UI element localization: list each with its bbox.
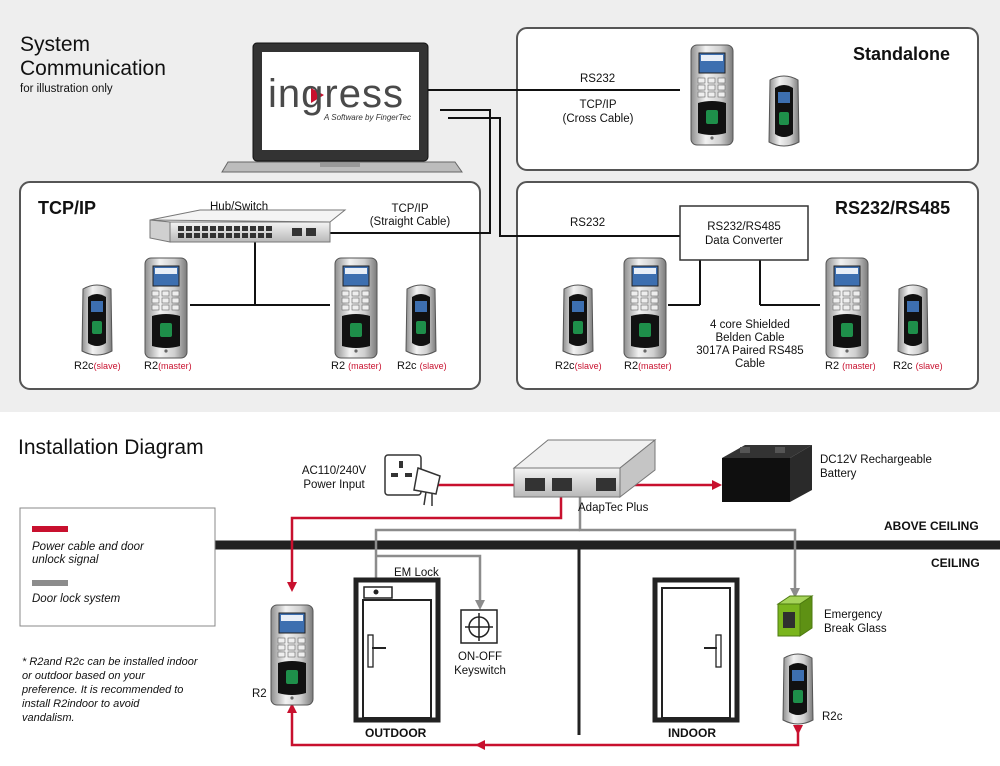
tcpip-r2c-slave-device-1 — [81, 284, 113, 356]
battery-icon — [722, 445, 812, 502]
note-line3: preference. It is recommended to — [22, 684, 184, 696]
keyswitch-label-line1: ON-OFF — [457, 651, 503, 663]
hub-switch-icon — [149, 209, 347, 243]
cable-label-line2: Belden Cable — [715, 332, 785, 344]
adaptec-plus-icon — [512, 438, 657, 499]
communication-cables — [190, 89, 820, 306]
battery-label-line1: DC12V Rechargeable — [820, 454, 932, 466]
tcpip-device-label-2: R2(master) — [144, 360, 192, 372]
battery-label-line2: Battery — [820, 468, 857, 480]
hub-switch-label: Hub/Switch — [210, 201, 269, 213]
rs-device-label-2: R2(master) — [624, 360, 672, 372]
indoor-door-icon — [652, 577, 740, 723]
legend-power-swatch — [32, 526, 68, 532]
break-glass-label-line2: Break Glass — [824, 623, 887, 635]
note-line5: vandalism. — [22, 712, 75, 724]
tcpip-straight-label: TCP/IP — [391, 203, 429, 215]
system-title-line1: System — [20, 33, 91, 56]
rs-r2c-slave-device-2 — [897, 284, 929, 356]
note-line1: * R2and R2c can be installed indoor — [22, 656, 198, 668]
installed-r2c-label: R2c — [822, 711, 843, 723]
legend-power-line1: Power cable and door — [32, 541, 144, 553]
power-input-line2: Power Input — [303, 479, 365, 491]
system-title-line2: Communication — [20, 57, 166, 80]
installation-title: Installation Diagram — [18, 436, 204, 459]
keyswitch-label-line2: Keyswitch — [454, 665, 506, 677]
installed-r2-device — [270, 604, 314, 706]
adaptec-label: AdapTec Plus — [578, 502, 649, 514]
tcpip-r2-master-device-2 — [334, 257, 378, 359]
standalone-title: Standalone — [853, 44, 951, 64]
installed-r2c-device — [782, 653, 814, 725]
data-converter-box — [679, 205, 809, 261]
power-cables — [290, 483, 800, 747]
laptop-icon — [221, 42, 463, 173]
rs-device-label-4: R2c (slave) — [893, 360, 943, 372]
outdoor-door-icon — [353, 577, 441, 723]
rs-device-label-3: R2 (master) — [825, 360, 876, 372]
tcpip-device-label-4: R2c (slave) — [397, 360, 447, 372]
standalone-rs232-label: RS232 — [580, 73, 616, 85]
cable-label-line3: 3017A Paired RS485 — [696, 345, 804, 357]
rs-title: RS232/RS485 — [835, 198, 951, 218]
tcpip-r2c-slave-device-2 — [405, 284, 437, 356]
keyswitch-icon — [460, 609, 498, 644]
cable-label-line1: 4 core Shielded — [710, 319, 790, 331]
ingress-play-icon — [311, 88, 324, 103]
standalone-cross-cable-label: (Cross Cable) — [562, 113, 634, 125]
tcpip-device-label-1: R2c(slave) — [74, 360, 121, 372]
rs-device-label-1: R2c(slave) — [555, 360, 602, 372]
note-line2: or outdoor based on your — [22, 670, 145, 682]
standalone-tcpip-label: TCP/IP — [579, 99, 617, 111]
converter-label-line2: Data Converter — [705, 235, 783, 247]
standalone-box — [516, 27, 979, 171]
ingress-tagline: A Software by FingerTec — [324, 113, 412, 122]
rs-r2c-slave-device-1 — [562, 284, 594, 356]
rs-r2-master-device-1 — [623, 257, 667, 359]
rs232-label: RS232 — [570, 217, 606, 229]
above-ceiling-label: ABOVE CEILING — [884, 519, 979, 533]
power-input-line1: AC110/240V — [301, 465, 367, 477]
tcpip-title: TCP/IP — [38, 198, 97, 218]
installed-r2-label: R2 — [252, 688, 267, 700]
legend-power-line2: unlock signal — [32, 554, 99, 566]
cable-label-line4: Cable — [734, 358, 766, 370]
break-glass-label-line1: Emergency — [824, 609, 883, 621]
tcpip-device-label-3: R2 (master) — [331, 360, 382, 372]
tcpip-r2-master-device-1 — [144, 257, 188, 359]
break-glass-icon — [776, 595, 814, 637]
em-lock-label: EM Lock — [394, 567, 439, 579]
legend-door-label: Door lock system — [32, 593, 121, 605]
straight-cable-label: (Straight Cable) — [369, 216, 451, 228]
rs-r2-master-device-2 — [825, 257, 869, 359]
system-subtitle: for illustration only — [20, 83, 113, 95]
indoor-label: INDOOR — [668, 726, 716, 740]
door-lock-cables — [374, 488, 797, 602]
legend-door-swatch — [32, 580, 68, 586]
outdoor-label: OUTDOOR — [365, 726, 427, 740]
legend-box — [19, 507, 216, 627]
standalone-r2-device — [690, 44, 734, 146]
standalone-r2c-device — [768, 75, 800, 147]
ingress-logo: ingress — [268, 72, 404, 116]
note-line4: install R2indoor to avoid — [22, 698, 140, 710]
power-socket-icon — [384, 454, 441, 506]
ceiling-label: CEILING — [931, 556, 980, 570]
converter-label-line1: RS232/RS485 — [707, 221, 781, 233]
